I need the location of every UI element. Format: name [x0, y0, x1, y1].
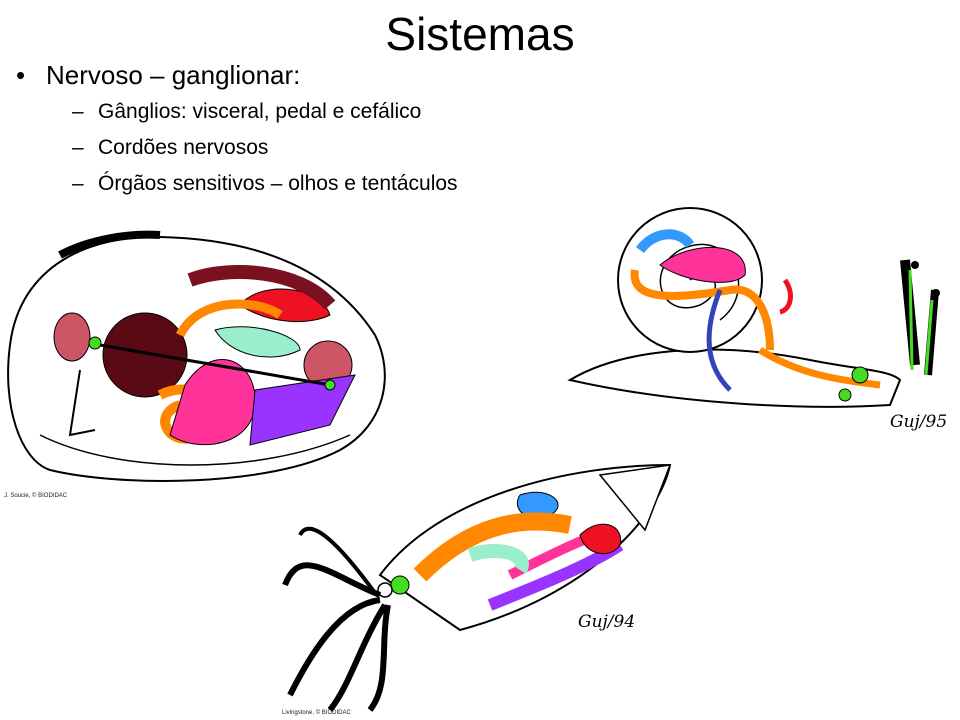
arms [282, 562, 391, 712]
subbullet-text: Órgãos sensitivos – olhos e tentáculos [98, 172, 458, 195]
eye [911, 261, 919, 269]
pericardium [187, 265, 336, 310]
tentacle-lower [924, 289, 939, 376]
subbullet-item: –Órgãos sensitivos – olhos e tentáculos [72, 166, 458, 202]
pedal-ganglion [838, 388, 852, 402]
slide-title: Sistemas [385, 8, 575, 60]
eye [932, 289, 940, 297]
bullet-marker: • [16, 60, 26, 90]
digestive-gland [102, 312, 188, 398]
dash-marker: – [72, 136, 84, 159]
bullet-text: Nervoso – ganglionar: [46, 60, 301, 90]
subbullet-list: –Gânglios: visceral, pedal e cefálico –C… [14, 94, 458, 202]
eye [377, 582, 393, 598]
squid-credit: Livingstone, © BIODIDAC [282, 710, 351, 716]
heart [579, 523, 622, 555]
nerve-cord [706, 289, 732, 392]
gonad [659, 246, 746, 283]
bivalve-shell-rim [58, 230, 161, 259]
snail-signature: Guj/95 [890, 412, 948, 432]
bivalve-anatomy-illustration [7, 230, 386, 482]
gill [249, 374, 356, 446]
kidney [214, 326, 301, 358]
tentacle [298, 526, 377, 595]
intestine [630, 269, 774, 351]
visceral-ganglion [324, 379, 336, 391]
squid-anatomy-illustration [282, 463, 672, 712]
bullet-list: • Nervoso – ganglionar: [14, 58, 300, 92]
cerebral-ganglion [851, 366, 869, 384]
digestive-gland [636, 229, 695, 254]
subbullet-text: Cordões nervosos [98, 136, 269, 159]
fin [598, 464, 672, 532]
subbullet-item: –Gânglios: visceral, pedal e cefálico [72, 94, 458, 130]
stomach-loop [175, 299, 283, 338]
subbullet-text: Gânglios: visceral, pedal e cefálico [98, 100, 422, 123]
dash-marker: – [72, 172, 84, 195]
cerebral-ganglion [88, 336, 102, 350]
snail-anatomy-illustration [567, 207, 940, 408]
anterior-adductor-muscle [53, 312, 91, 362]
dash-marker: – [72, 100, 84, 123]
tentacle-nerve [908, 269, 934, 376]
digestive-system [413, 512, 572, 582]
foot [68, 369, 96, 437]
squid-signature: Guj/94 [578, 612, 636, 632]
nerve-cord [99, 343, 331, 387]
esophagus [758, 347, 881, 389]
bullet-item: • Nervoso – ganglionar: [14, 58, 300, 92]
heart [779, 278, 793, 315]
bivalve-mantle-line [39, 434, 351, 466]
cerebral-ganglion [390, 575, 410, 595]
bivalve-credit: J. Soucie, © BIODIDAC [4, 493, 68, 499]
snail-foot [567, 348, 902, 408]
stomach [467, 543, 529, 574]
heart [239, 288, 331, 323]
subbullet-item: –Cordões nervosos [72, 130, 458, 166]
